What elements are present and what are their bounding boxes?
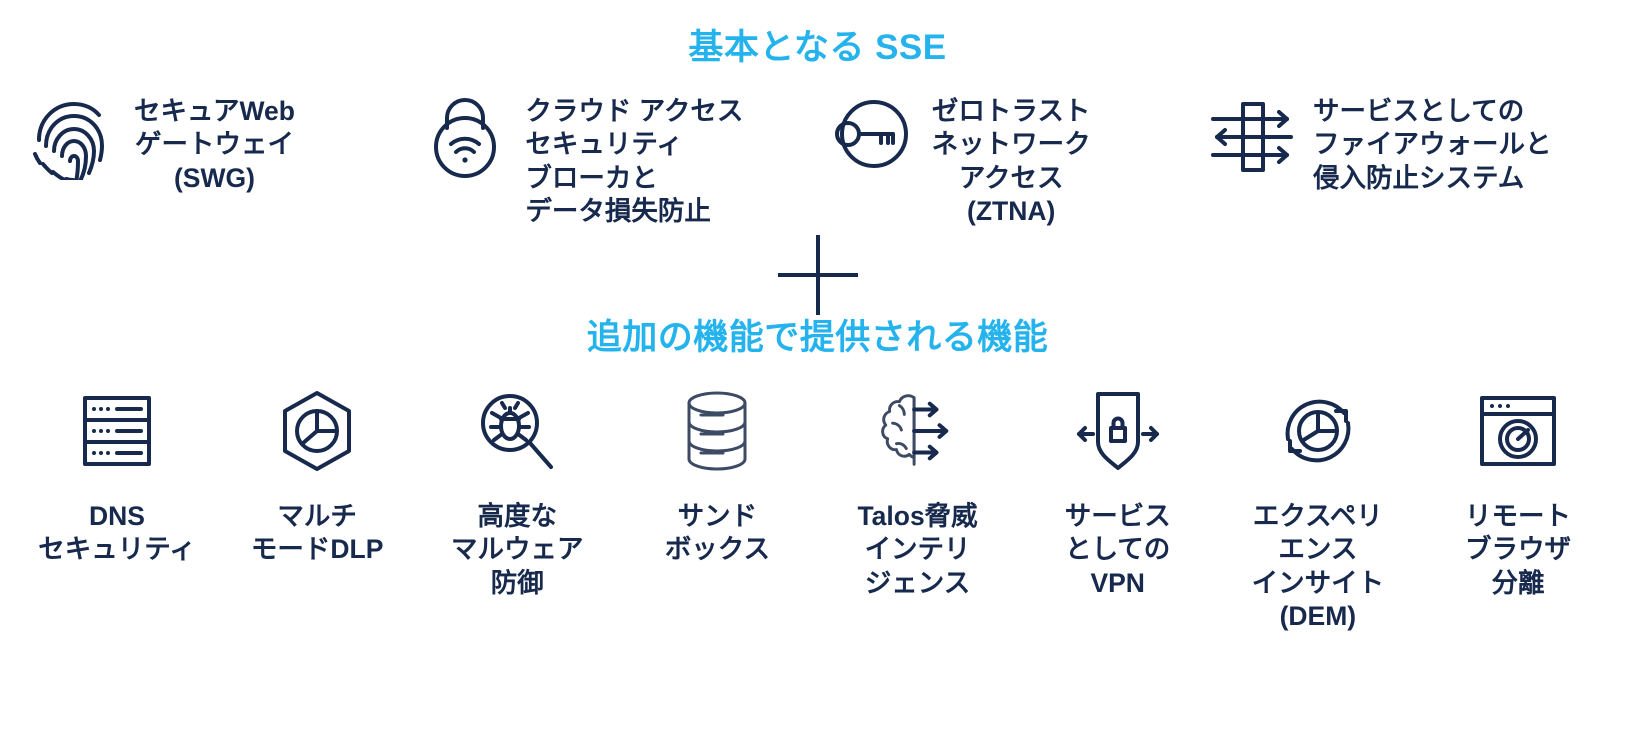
plus-divider — [0, 235, 1635, 319]
addon-item-digital-experience-insights: エクスペリ エンス インサイト (DEM) — [1223, 388, 1413, 635]
addon-item-label: エクスペリ エンス インサイト (DEM) — [1251, 500, 1385, 632]
key-circle-icon — [826, 90, 918, 182]
shield-lock-arrows-icon — [1075, 388, 1161, 474]
addon-item-label: サンド ボックス — [664, 500, 771, 565]
addon-item-vpn-as-a-service: サービス としての VPN — [1023, 388, 1213, 601]
fingerprint-icon — [28, 90, 120, 182]
addon-items-row: DNS セキュリティ マルチ モードDLP — [0, 358, 1635, 635]
sse-item-casb: クラウド アクセス セキュリティ ブローカと データ損失防止 — [419, 90, 764, 230]
addon-item-label: マルチ モードDLP — [250, 500, 384, 565]
addon-item-label: サービス としての VPN — [1064, 500, 1171, 598]
sse-section-heading: 基本となる SSE — [688, 28, 947, 67]
sse-item-ztna: ゼロトラスト ネットワーク アクセス (ZTNA) — [826, 90, 1146, 230]
addons-section-heading: 追加の機能で提供される機能 — [586, 318, 1049, 358]
addon-item-dns-security: DNS セキュリティ — [22, 388, 212, 567]
addon-item-remote-browser-isolation: リモート ブラウザ 分離 — [1423, 388, 1613, 601]
padlock-wifi-icon — [419, 90, 511, 182]
addon-item-multimode-dlp: マルチ モードDLP — [222, 388, 412, 567]
sse-item-label: セキュアWeb ゲートウェイ (SWG) — [134, 95, 295, 193]
sse-item-label: クラウド アクセス セキュリティ ブローカと データ損失防止 — [525, 95, 744, 227]
addon-item-advanced-malware-defense: 高度な マルウェア 防御 — [422, 388, 612, 601]
addon-item-talos-threat-intelligence: Talos脅威 インテリ ジェンス — [823, 388, 1013, 601]
magnifier-bug-icon — [474, 388, 560, 474]
addon-item-label: DNS セキュリティ — [38, 500, 196, 565]
addon-item-label: 高度な マルウェア 防御 — [451, 500, 584, 598]
hexagon-pie-chart-icon — [274, 388, 360, 474]
refresh-pie-chart-icon — [1275, 388, 1361, 474]
brain-arrows-icon — [875, 388, 961, 474]
firewall-arrows-icon — [1207, 90, 1299, 182]
sse-items-row: セキュアWeb ゲートウェイ (SWG) クラウド アクセス セキュリティ ブロ… — [0, 68, 1635, 230]
sse-item-swg: セキュアWeb ゲートウェイ (SWG) — [28, 90, 358, 196]
sse-item-label: ゼロトラスト ネットワーク アクセス (ZTNA) — [931, 95, 1091, 227]
browser-gauge-icon — [1475, 388, 1561, 474]
database-cylinder-icon — [674, 388, 760, 474]
sse-item-fwaas: サービスとしての ファイアウォールと 侵入防止システム — [1207, 90, 1607, 196]
addon-item-label: Talos脅威 インテリ ジェンス — [857, 500, 978, 598]
plus-sign-icon — [777, 235, 858, 316]
addon-item-sandbox: サンド ボックス — [622, 388, 812, 567]
server-rack-icon — [74, 388, 160, 474]
addon-item-label: リモート ブラウザ 分離 — [1464, 500, 1571, 598]
sse-item-label: サービスとしての ファイアウォールと 侵入防止システム — [1312, 95, 1552, 193]
